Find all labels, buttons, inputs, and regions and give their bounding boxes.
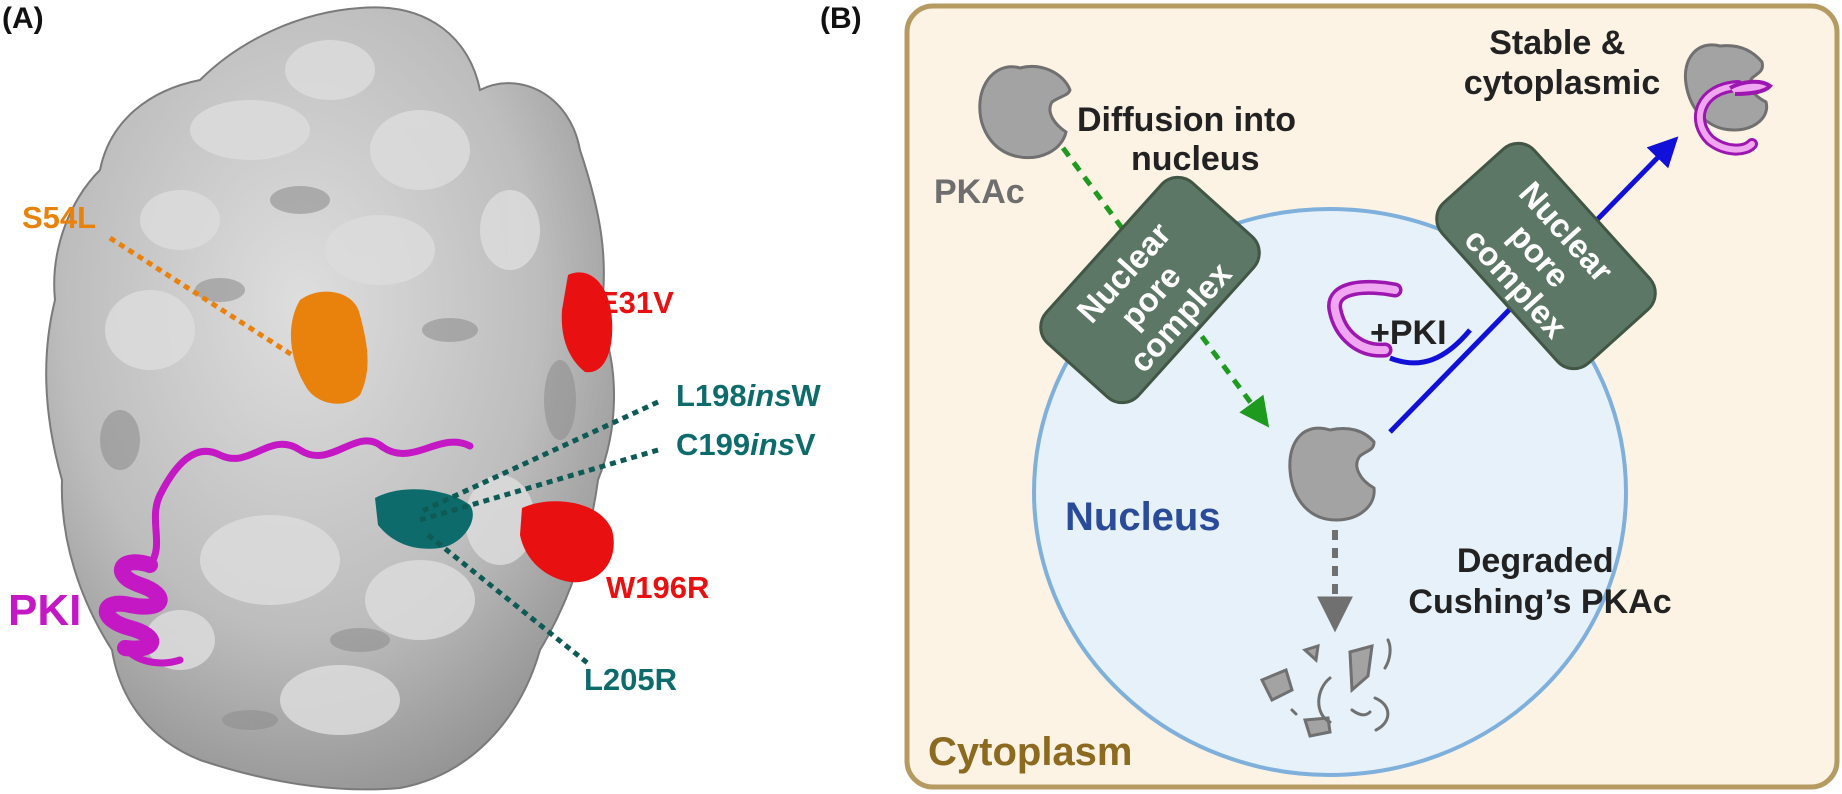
surface-highlights bbox=[105, 40, 540, 735]
e31v-label: E31V bbox=[598, 285, 674, 320]
diffusion-label: Diffusion into nucleus bbox=[1077, 101, 1306, 178]
panel-a: (A) bbox=[2, 2, 821, 791]
surface-shadows bbox=[100, 186, 576, 730]
npc-right: Nuclear pore complex bbox=[1435, 141, 1657, 371]
degraded-label: Degraded Cushing’s PKAc bbox=[1408, 542, 1671, 621]
degraded-fragments bbox=[1259, 643, 1374, 738]
protein-surface bbox=[45, 6, 616, 791]
l205r-label: L205R bbox=[584, 662, 677, 697]
s54l-patch bbox=[290, 291, 368, 404]
pki-shape bbox=[1330, 283, 1399, 355]
plus-pki-label: +PKI bbox=[1370, 314, 1447, 352]
c199insv-leader bbox=[419, 447, 659, 523]
panel-a-label: (A) bbox=[2, 2, 44, 35]
pkac-nuclear-shape bbox=[1288, 426, 1376, 522]
stable-pki bbox=[1697, 83, 1755, 153]
pkac-shape bbox=[978, 65, 1072, 159]
l205r-leader bbox=[426, 533, 592, 667]
cytoplasm-label: Cytoplasm bbox=[928, 730, 1133, 774]
pkac-label: PKAc bbox=[934, 173, 1025, 211]
leader-lines bbox=[108, 235, 660, 667]
pki-binding-line bbox=[1389, 328, 1472, 366]
panel-b-label: (B) bbox=[820, 2, 862, 35]
c199insv-label: C199insV bbox=[676, 427, 816, 462]
w196r-patch bbox=[520, 501, 614, 583]
stable-label: Stable & cytoplasmic bbox=[1464, 24, 1661, 102]
e31v-patch bbox=[561, 272, 613, 373]
pki-ribbon bbox=[98, 437, 474, 667]
panel-b: (B) PKAc Diffusion into nucleus Nuclear … bbox=[820, 2, 1840, 790]
degraded-arcs bbox=[1290, 638, 1392, 732]
s54l-label: S54L bbox=[22, 200, 96, 235]
stable-pki-cap bbox=[1729, 79, 1773, 96]
nucleus-label: Nucleus bbox=[1065, 495, 1221, 539]
l198insw-label: L198insW bbox=[676, 378, 821, 413]
pki-label: PKI bbox=[8, 586, 81, 635]
w196r-label: W196R bbox=[606, 570, 709, 605]
s54l-leader bbox=[108, 235, 302, 363]
